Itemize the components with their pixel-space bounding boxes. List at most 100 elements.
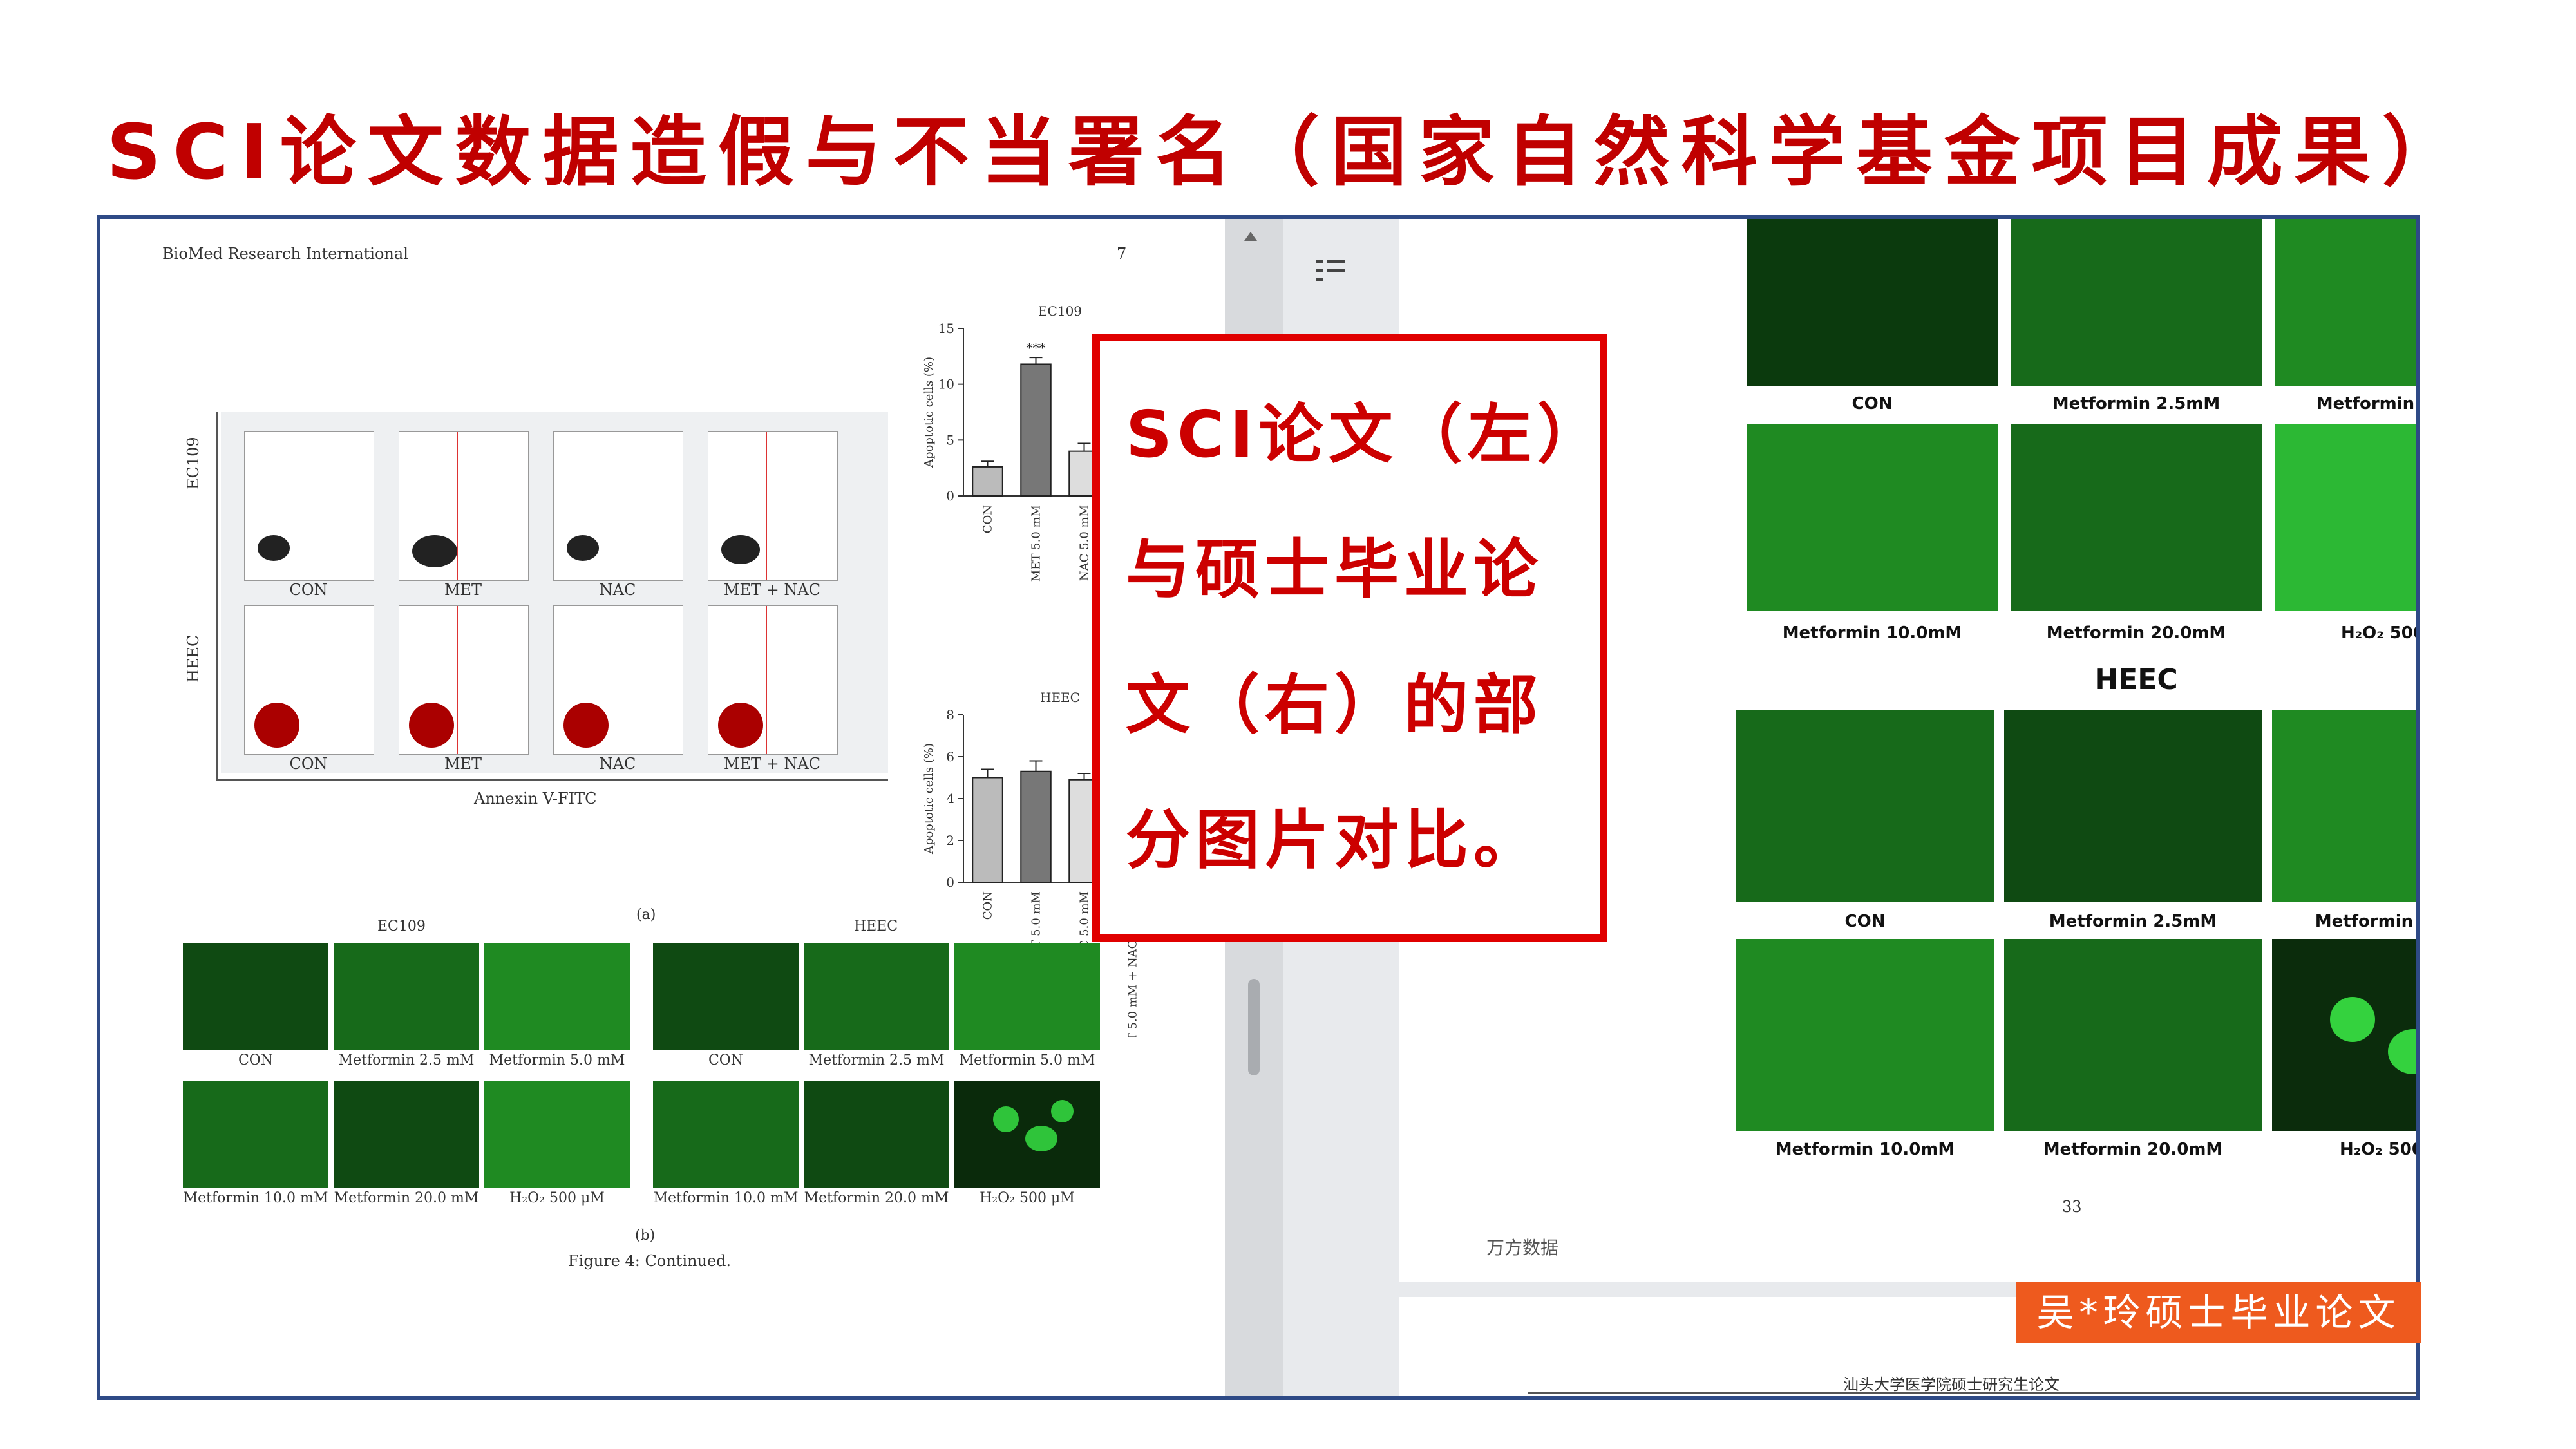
micro-image	[653, 1081, 799, 1188]
outline-toggle-icon[interactable]	[1316, 258, 1345, 283]
thesis-label: Metformin 5.0mM	[2315, 912, 2416, 931]
micro-label: Metformin 10.0 mM	[653, 1190, 799, 1206]
micro-label: H₂O₂ 500 μM	[980, 1190, 1075, 1206]
micro-image	[334, 1081, 479, 1188]
significance-label: ***	[1027, 340, 1046, 355]
micro-label: Metformin 20.0 mM	[334, 1190, 479, 1206]
y-tick-label: 6	[946, 749, 954, 764]
micro-label: H₂O₂ 500 μM	[509, 1190, 605, 1206]
micro-image	[183, 1081, 328, 1188]
micro-image	[954, 1081, 1100, 1188]
thesis-footer: 汕头大学医学院硕士研究生论文	[1843, 1376, 2060, 1394]
y-tick-label: 4	[946, 791, 954, 806]
thesis-image	[2004, 710, 2262, 902]
footer-rule	[1528, 1392, 2416, 1394]
bar	[1020, 363, 1052, 497]
dot-plot	[399, 605, 529, 755]
slide-title: SCI论文数据造假与不当署名（国家自然科学基金项目成果）	[106, 108, 2470, 196]
bar	[972, 466, 1003, 497]
comparison-frame: BioMed Research International 7	[97, 215, 2420, 1400]
micro-image	[334, 943, 479, 1050]
x-tick-label: CON	[981, 505, 995, 533]
thesis-heec-heading: HEEC	[2094, 663, 2178, 696]
thesis-image	[2011, 424, 2262, 611]
micro-group-label: HEEC	[854, 918, 898, 934]
panel-b-label: (b)	[635, 1227, 656, 1244]
dot-plot	[708, 605, 838, 755]
y-axis-label: Apoptotic cells (%)	[922, 743, 936, 855]
micro-label: Metformin 10.0 mM	[183, 1190, 328, 1206]
thesis-label: Metformin 2.5mM	[2049, 912, 2217, 931]
thesis-label: Metformin 10.0mM	[1782, 623, 1962, 643]
thesis-image	[2275, 424, 2416, 611]
thesis-label: H₂O₂ 500 μM	[2339, 1140, 2420, 1159]
dot-plot	[244, 605, 374, 755]
dot-plot	[553, 431, 683, 581]
thesis-image	[2004, 939, 2262, 1131]
thesis-watermark: 万方数据	[1486, 1237, 1559, 1258]
micro-label: Metformin 20.0 mM	[804, 1190, 949, 1206]
figure-caption: Figure 4: Continued.	[568, 1252, 732, 1270]
flow-col-label: CON	[289, 755, 328, 773]
thesis-label: CON	[1852, 394, 1893, 413]
flow-cytometry-panel: CON MET NAC MET + NAC CON MET NAC MET + …	[216, 412, 888, 781]
micro-image	[804, 1081, 949, 1188]
paper-page-number: 7	[1117, 245, 1127, 263]
dot-plot	[553, 605, 683, 755]
callout-line: 分图片对比。	[1126, 802, 1543, 878]
micro-image	[484, 943, 630, 1050]
thesis-image	[1747, 424, 1998, 611]
chart-title: EC109	[1038, 303, 1082, 319]
thesis-image	[2272, 710, 2416, 902]
micro-label: CON	[708, 1052, 744, 1068]
y-tick-label: 0	[946, 875, 954, 890]
bar	[972, 777, 1003, 883]
micro-label: Metformin 5.0 mM	[489, 1052, 625, 1068]
thesis-label: Metformin 2.5mM	[2052, 394, 2221, 413]
thesis-label: CON	[1844, 912, 1886, 931]
thesis-image	[2011, 219, 2262, 386]
scrollbar-thumb[interactable]	[1248, 979, 1260, 1075]
flow-row-label: EC109	[184, 437, 202, 489]
y-tick-label: 8	[946, 707, 954, 723]
micro-label: CON	[238, 1052, 274, 1068]
x-tick-label: CON	[981, 891, 995, 920]
micro-label: Metformin 2.5 mM	[808, 1052, 945, 1068]
thesis-image	[1747, 219, 1998, 386]
micro-image	[954, 943, 1100, 1050]
flow-x-axis-label: Annexin V-FITC	[474, 790, 597, 808]
y-tick-label: 0	[946, 488, 954, 504]
y-tick-label: 15	[938, 321, 954, 336]
callout-line: 与硕士毕业论	[1126, 532, 1543, 607]
dot-plot	[399, 431, 529, 581]
thesis-image	[2275, 219, 2416, 386]
micro-label: Metformin 5.0 mM	[959, 1052, 1095, 1068]
callout-line: SCI论文（左）	[1126, 397, 1607, 472]
thesis-page-number: 33	[2062, 1198, 2082, 1216]
x-tick-label: NAC 5.0 mM	[1078, 505, 1092, 581]
sci-paper-page: BioMed Research International 7	[100, 219, 1221, 1396]
dot-plot	[244, 431, 374, 581]
thesis-author-label: 吴*玲硕士毕业论文	[2016, 1282, 2421, 1343]
micro-group-label: EC109	[377, 918, 426, 934]
thesis-label: Metformin 5.0mM	[2316, 394, 2416, 413]
thesis-label: Metformin 20.0mM	[2043, 1140, 2223, 1159]
thesis-page: CON Metformin 2.5mM Metformin 5.0mM Metf…	[1399, 219, 2416, 1396]
flow-row-label: HEEC	[184, 634, 202, 683]
thesis-image	[2272, 939, 2416, 1131]
chart-title: HEEC	[1040, 690, 1080, 705]
thesis-label: Metformin 20.0mM	[2046, 623, 2226, 643]
micro-image	[183, 943, 328, 1050]
thesis-label: H₂O₂ 500 μM	[2340, 623, 2416, 643]
scroll-up-icon[interactable]	[1244, 232, 1257, 241]
thesis-image	[1736, 710, 1994, 902]
micro-label: Metformin 2.5 mM	[338, 1052, 475, 1068]
flow-col-label: MET + NAC	[723, 755, 821, 773]
micro-image	[484, 1081, 630, 1188]
y-tick-label: 10	[938, 377, 954, 392]
callout-line: 文（右）的部	[1126, 667, 1543, 743]
journal-header: BioMed Research International	[162, 245, 408, 263]
flow-col-label: MET + NAC	[723, 581, 821, 599]
panel-a-label: (a)	[636, 907, 656, 923]
flow-col-label: NAC	[599, 581, 636, 599]
